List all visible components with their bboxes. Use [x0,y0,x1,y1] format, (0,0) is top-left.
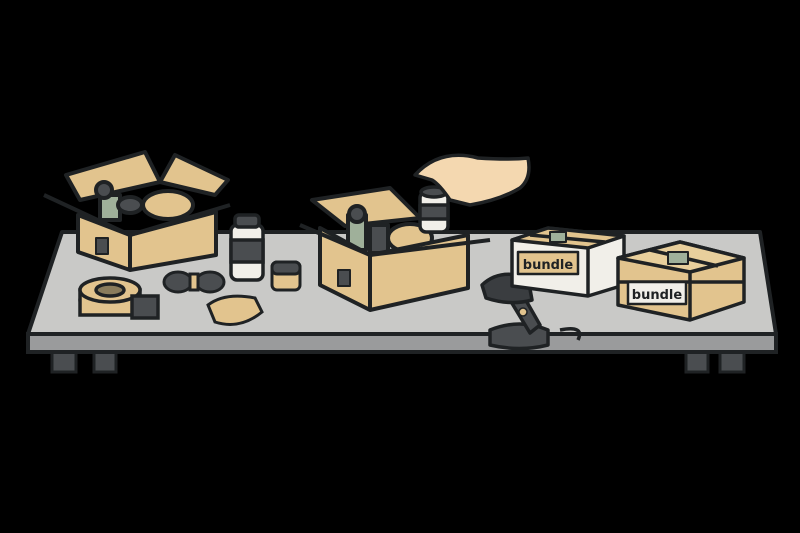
wrapped-bread [206,294,264,326]
table-legs [50,350,746,374]
open-box-center [299,186,491,312]
tape-roll [78,276,160,320]
bundle-package-1 [510,226,626,298]
bow-ribbon [162,270,226,294]
hand-placing-jar [413,153,531,234]
bundle-package-2 [616,240,746,322]
bundle-label-2: bundle [632,288,683,303]
bundle-label-1: bundle [523,258,574,273]
open-box-left [43,150,231,272]
barcode-scanner [480,272,582,351]
jar-large [229,213,265,282]
jar-small [270,260,302,292]
